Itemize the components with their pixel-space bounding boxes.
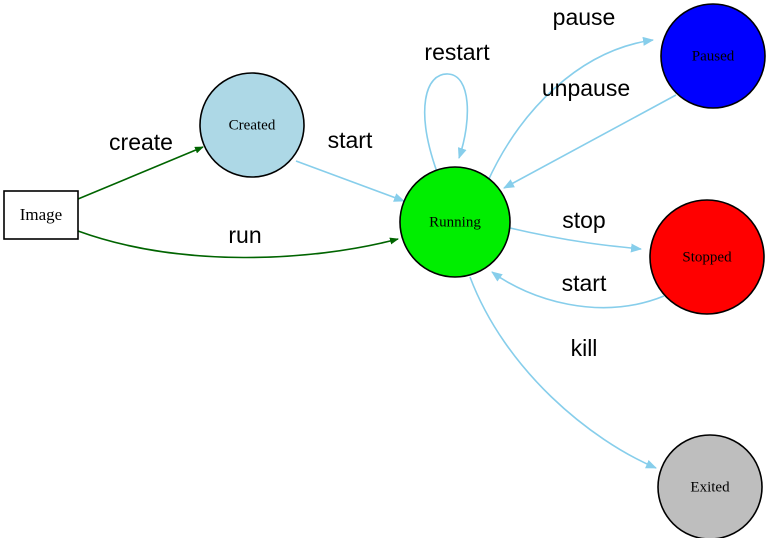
node-paused-label: Paused bbox=[692, 48, 735, 64]
node-exited-label: Exited bbox=[690, 479, 730, 495]
created-circle[interactable] bbox=[199, 72, 305, 178]
edge-start-created-path bbox=[295, 160, 405, 202]
node-exited[interactable]: Exited bbox=[657, 434, 763, 538]
edge-label-stop: stop bbox=[562, 207, 605, 233]
edge-stop[interactable] bbox=[509, 227, 642, 253]
edge-create-path bbox=[77, 146, 204, 200]
image-box[interactable] bbox=[3, 190, 79, 240]
edge-label-unpause: unpause bbox=[542, 75, 630, 101]
edge-restart-path bbox=[423, 73, 469, 173]
edge-kill-path bbox=[469, 276, 657, 469]
edge-start-stopped-path bbox=[491, 271, 665, 309]
edge-stop-path bbox=[509, 227, 642, 253]
node-created[interactable]: Created bbox=[199, 72, 305, 178]
exited-circle[interactable] bbox=[657, 434, 763, 538]
node-created-label: Created bbox=[229, 117, 276, 133]
edge-run[interactable] bbox=[77, 230, 399, 259]
edge-label-start-stopped: start bbox=[562, 270, 607, 296]
node-stopped-label: Stopped bbox=[682, 249, 732, 265]
node-image[interactable]: Image bbox=[3, 190, 79, 240]
edge-label-create: create bbox=[109, 129, 173, 155]
node-paused[interactable]: Paused bbox=[660, 3, 766, 109]
running-circle[interactable] bbox=[399, 166, 511, 278]
edge-start-created[interactable] bbox=[295, 160, 405, 202]
edge-run-path bbox=[77, 230, 399, 259]
edge-restart[interactable] bbox=[423, 73, 469, 173]
edge-unpause[interactable] bbox=[503, 94, 677, 189]
stopped-circle[interactable] bbox=[649, 199, 765, 315]
edge-label-pause: pause bbox=[553, 4, 616, 30]
edge-label-kill: kill bbox=[571, 335, 598, 361]
node-running[interactable]: Running bbox=[399, 166, 511, 278]
edge-label-run: run bbox=[228, 222, 261, 248]
edge-create[interactable] bbox=[77, 146, 204, 200]
edge-start-stopped[interactable] bbox=[491, 271, 665, 309]
edge-unpause-path bbox=[503, 94, 677, 189]
edge-label-start-created: start bbox=[328, 127, 373, 153]
node-stopped[interactable]: Stopped bbox=[649, 199, 765, 315]
paused-circle[interactable] bbox=[660, 3, 766, 109]
edge-pause-path bbox=[486, 36, 654, 184]
edge-label-restart: restart bbox=[424, 39, 490, 65]
node-image-label: Image bbox=[20, 205, 62, 224]
edge-pause[interactable] bbox=[486, 36, 654, 184]
edge-kill[interactable] bbox=[469, 276, 657, 469]
node-running-label: Running bbox=[429, 214, 481, 230]
